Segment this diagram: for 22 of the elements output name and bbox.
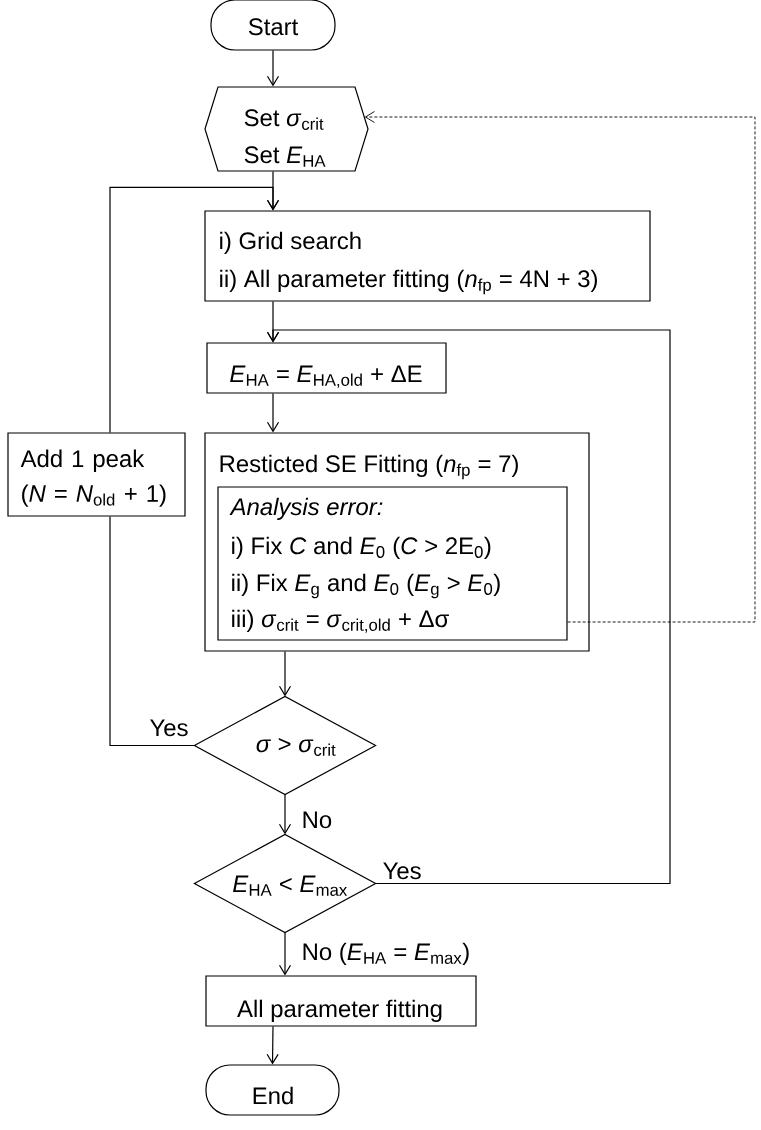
edge-label: Yes [381, 861, 423, 881]
connector-line [109, 516, 195, 747]
note-box: Analysis error: i) Fix C and E$_{0}$ (C > 2E$_{0}$) ii) Fix E$_{g}$ and E$_{0}$ (E$_{g}$ > E$_{0}$) iii) σ$_{crit}$ = σ$_{crit,old}$ + Δσ [217, 486, 568, 641]
end-terminal: End [205, 1064, 340, 1116]
arrow [266, 393, 280, 433]
arrow [278, 932, 292, 976]
process-box: Add 1 peak (N = N$_{old}$ + 1) [7, 432, 186, 517]
dashed-arrow [365, 111, 756, 623]
process-box: i) Grid search ii) All parameter fitting (n$_{fp}$ = 4N + 3) [204, 210, 651, 302]
arrow [266, 50, 280, 87]
edge-label: No [300, 810, 334, 830]
arrow [266, 329, 671, 885]
edge-label: Yes [148, 718, 190, 738]
arrow [109, 186, 280, 433]
arrow [278, 794, 292, 835]
process-box: All parameter fitting [205, 975, 477, 1027]
preparation-hexagon: Set σ$_{crit}$ Set E$_{HA}$ [204, 86, 369, 172]
edge-label: No (E$_{HA}$ = E$_{max}$) [300, 941, 472, 966]
start-terminal: Start [210, 0, 336, 51]
arrow [278, 651, 292, 697]
arrow [266, 1026, 279, 1065]
process-box: E$_{HA}$ = E$_{HA,old}$ + ΔE [206, 342, 447, 394]
